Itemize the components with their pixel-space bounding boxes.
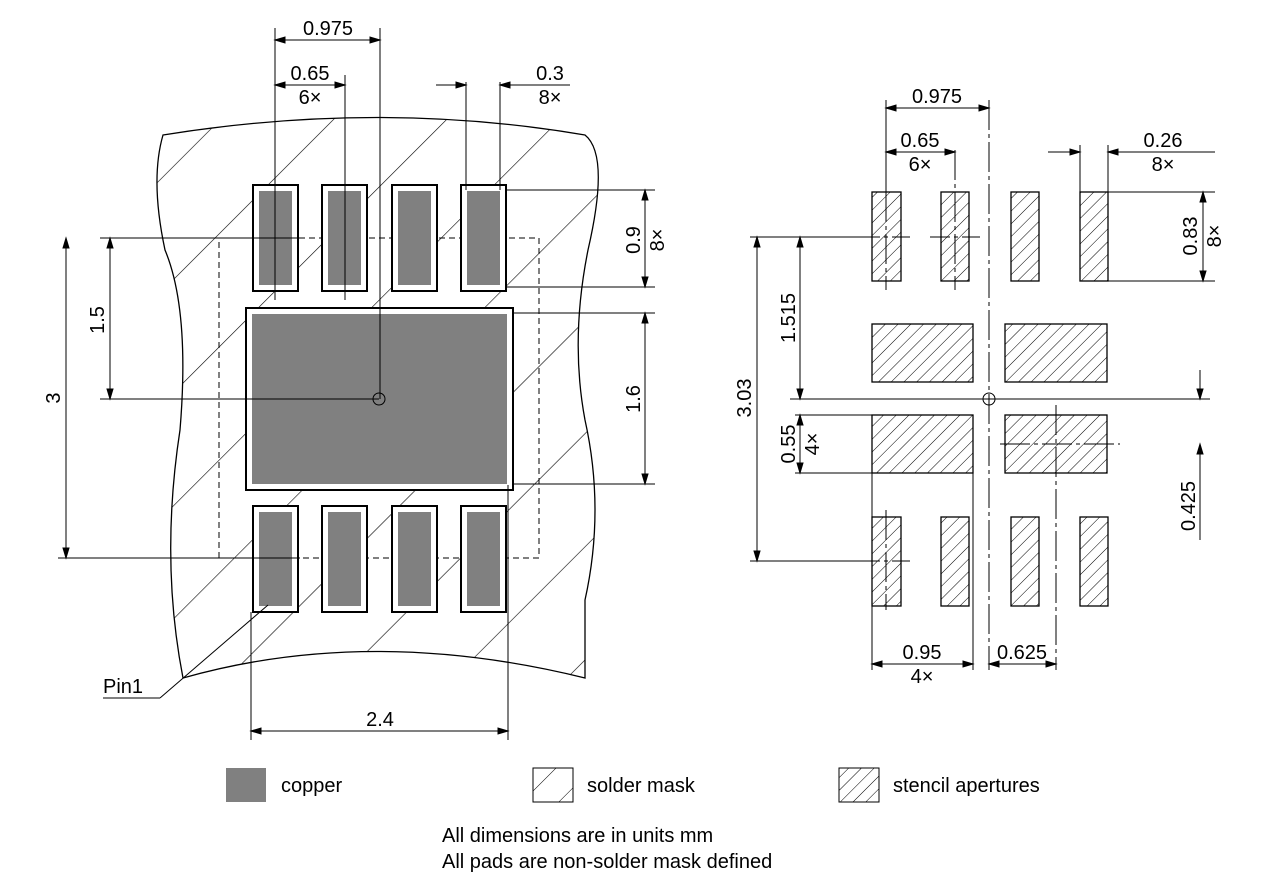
pin1-label: Pin1: [103, 676, 143, 698]
dim-center-height-label: 1.6: [623, 385, 645, 413]
r-dim-aperture-width-count: 4×: [911, 666, 934, 688]
right-dimension-lines: [750, 100, 1215, 670]
r-dim-aperture-width-label: 0.95: [903, 642, 942, 664]
aperture-center-3: [871, 414, 974, 474]
note-units: All dimensions are in units mm: [442, 825, 714, 847]
r-dim-pad-width-count: 6×: [909, 154, 932, 176]
dim-pad-height-label: 0.9: [623, 226, 645, 254]
dim-pad-gap-count: 8×: [539, 87, 562, 109]
dim-center-width-label: 2.4: [366, 709, 394, 731]
left-dimension-lines: [58, 28, 655, 740]
pad-bottom-3-copper: [398, 512, 431, 606]
r-dim-aperture-offset-label: 0.425: [1178, 481, 1200, 531]
pad-top-4-copper: [467, 191, 500, 285]
right-labels: 0.975 0.65 6× 0.26 8× 0.83 8× 1.515 3.03…: [734, 86, 1226, 688]
aperture-center-2: [1004, 323, 1108, 383]
aperture-top-4: [1079, 191, 1109, 282]
r-dim-row-pitch-label: 3.03: [734, 379, 756, 418]
pad-bottom-1-copper: [259, 512, 292, 606]
dim-row-pitch-label: 3: [43, 392, 65, 403]
left-view: [58, 28, 655, 740]
package-outline: [218, 237, 540, 559]
legend-solder-mask-swatch: [532, 767, 574, 803]
pad-bottom-4-copper: [467, 512, 500, 606]
r-dim-pad-gap-count: 8×: [1152, 154, 1175, 176]
pad-bottom-2-copper: [328, 512, 361, 606]
dim-pad-height-count: 8×: [647, 229, 669, 252]
dim-row-offset-label: 1.5: [87, 306, 109, 334]
pad-top-3-copper: [398, 191, 431, 285]
legend-copper-swatch: [226, 768, 266, 802]
dim-pad-width-count: 6×: [299, 87, 322, 109]
left-labels: 0.975 0.65 6× 0.3 8× 0.9 8× 1.6 1.5 3 2.…: [43, 18, 669, 731]
bottom-pads: [252, 505, 507, 613]
aperture-center-1: [871, 323, 974, 383]
r-dim-aperture-gap-label: 0.625: [997, 642, 1047, 664]
legend-stencil-swatch: [838, 767, 880, 803]
right-view: [750, 100, 1215, 670]
legend-copper-label: copper: [281, 775, 342, 797]
r-dim-pitch-label: 0.975: [912, 86, 962, 108]
dim-pitch-label: 0.975: [303, 18, 353, 40]
dim-pad-gap-label: 0.3: [536, 63, 564, 85]
aperture-bottom-4: [1079, 516, 1109, 607]
aperture-top-3: [1010, 191, 1040, 282]
note-solder-mask: All pads are non-solder mask defined: [442, 851, 773, 873]
r-dim-pad-height-label: 0.83: [1180, 217, 1202, 256]
dim-pad-width-label: 0.65: [291, 63, 330, 85]
r-dim-row-offset-label: 1.515: [778, 293, 800, 343]
r-dim-pad-gap-label: 0.26: [1144, 130, 1183, 152]
r-dim-pad-width-label: 0.65: [901, 130, 940, 152]
legend: copper solder mask stencil apertures: [226, 767, 1040, 803]
legend-solder-mask-label: solder mask: [587, 775, 696, 797]
r-dim-aperture-height-label: 0.55: [778, 425, 800, 464]
legend-stencil-label: stencil apertures: [893, 775, 1040, 797]
aperture-bottom-2: [940, 516, 970, 607]
aperture-bottom-3: [1010, 516, 1040, 607]
r-dim-aperture-height-count: 4×: [802, 433, 824, 456]
r-dim-pad-height-count: 8×: [1204, 225, 1226, 248]
